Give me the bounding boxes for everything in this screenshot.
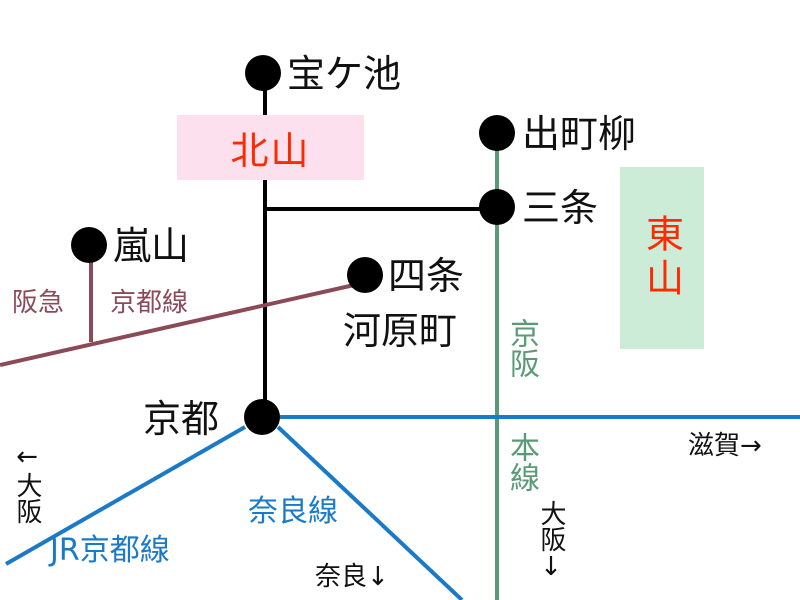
station-sanjo: 三条 (522, 186, 599, 230)
line-label-keihan-main: 本線 (504, 432, 539, 492)
hankyu-kyoto-line (0, 281, 364, 367)
line-label-nara: 奈良線 (248, 494, 338, 529)
station-dot-shijo-kawaramachi (347, 257, 383, 293)
direction-osaka-left: ←大阪 (12, 442, 42, 524)
direction-nara: 奈良↓ (315, 562, 389, 592)
higashiyama-label: 東山 (639, 214, 684, 302)
station-dot-kyoto (244, 399, 280, 435)
jr-nara-line (276, 425, 464, 600)
direction-osaka-down: 大阪↓ (536, 500, 566, 582)
station-kyoto: 京都 (143, 397, 220, 441)
line-label-keihan: 京阪 (504, 318, 539, 378)
station-dot-demachiyanagi (479, 115, 515, 151)
jr-kyoto-line (5, 425, 246, 566)
kitayama-area: 北山 (177, 115, 364, 180)
station-takaragaike: 宝ケ池 (287, 52, 402, 96)
direction-shiga: 滋賀→ (688, 431, 762, 461)
line-label-hankyu-kyoto: 京都線 (110, 288, 189, 318)
line-label-jr-kyoto: JR京都線 (50, 533, 170, 568)
line-label-hankyu: 阪急 (12, 288, 65, 318)
station-demachiyanagi: 出町柳 (522, 112, 637, 156)
station-dot-sanjo (479, 189, 515, 225)
station-shijo: 四条 (388, 254, 465, 298)
kitayama-label: 北山 (230, 129, 311, 173)
higashiyama-area: 東山 (620, 167, 704, 349)
station-kawaramachi: 河原町 (343, 309, 458, 353)
station-dot-takaragaike (245, 55, 281, 91)
station-arashiyama: 嵐山 (113, 224, 190, 268)
station-dot-arashiyama (71, 227, 107, 263)
